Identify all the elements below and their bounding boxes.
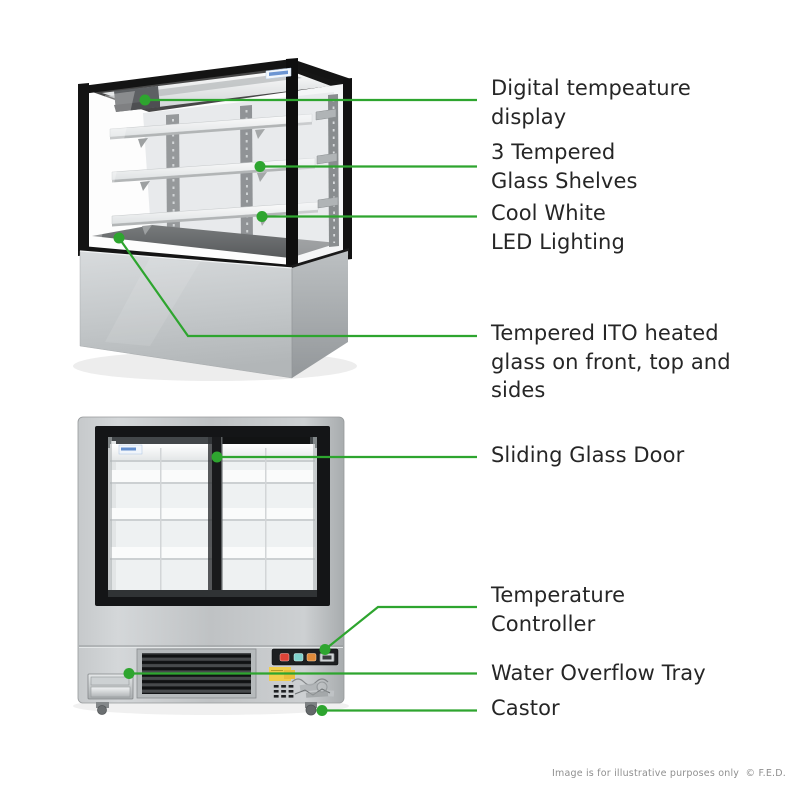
door-divider xyxy=(208,437,212,597)
ventilation-grille xyxy=(136,648,257,699)
right-side-glass xyxy=(298,66,344,268)
callout-label-digital-display: Digital tempeature display xyxy=(491,76,691,129)
callout-label-glass-shelves: 3 Tempered Glass Shelves xyxy=(491,140,638,193)
fridge-angled-view xyxy=(73,58,357,381)
teal-button xyxy=(293,653,304,662)
callout-label-temp-controller: Temperature Controller xyxy=(491,583,626,636)
callout-label-water-tray: Water Overflow Tray xyxy=(491,661,706,685)
spec-label-cluster xyxy=(291,678,335,698)
callout-label-castor: Castor xyxy=(491,696,560,720)
castors xyxy=(96,702,317,716)
fridge-front-view xyxy=(73,416,349,716)
brand-logo-sticker xyxy=(265,67,292,80)
front-glass-pane xyxy=(90,64,288,268)
callout-label-sliding-door: Sliding Glass Door xyxy=(491,443,685,467)
callout-label-ito-glass: Tempered ITO heated glass on front, top … xyxy=(491,321,731,402)
door-bottom-rail xyxy=(108,590,317,597)
red-button xyxy=(279,653,290,662)
sliding-glass-doors xyxy=(108,437,317,597)
base-seam xyxy=(79,645,343,648)
water-overflow-tray xyxy=(87,673,134,700)
orange-button xyxy=(306,653,317,662)
temperature-controller-panel xyxy=(271,648,339,666)
callout-label-led-lighting: Cool White LED Lighting xyxy=(491,201,625,254)
disclaimer-note: Image is for illustrative purposes only … xyxy=(552,768,786,779)
mini-vent-slots xyxy=(272,684,294,699)
brand-logo-sticker xyxy=(118,444,143,455)
